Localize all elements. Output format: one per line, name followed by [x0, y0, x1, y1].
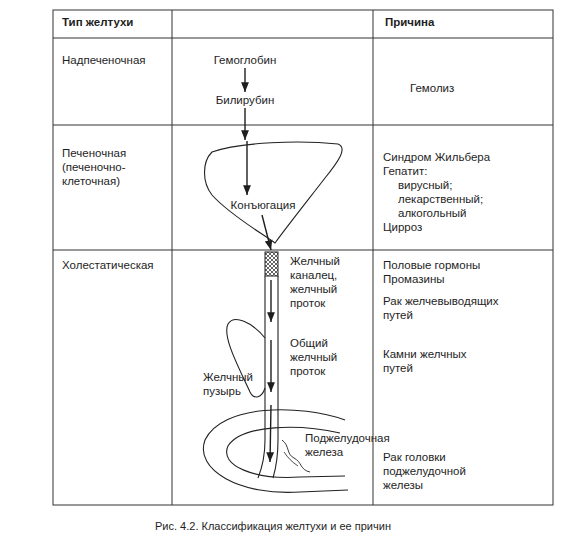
column-header: Тип желтухи	[62, 15, 167, 29]
bile-canaliculus	[265, 252, 278, 276]
jaundice-type: Печеночная (печеночно-клеточная)	[62, 146, 144, 188]
flow-arrow	[270, 280, 271, 322]
cause-text: алкогольный	[398, 206, 548, 220]
part-label: Общий желчный проток	[290, 336, 350, 378]
flow-arrow	[244, 68, 245, 92]
flow-node: Гемоглобин	[200, 52, 290, 68]
duct-wall	[273, 276, 278, 478]
column-header: Причина	[385, 15, 495, 29]
table-row-line	[53, 250, 553, 251]
table-row-line	[53, 125, 553, 126]
cause-text: Половые гормоны Промазины	[383, 258, 493, 286]
part-label: Желчный каналец, желчный проток	[290, 254, 352, 310]
flow-arrow	[244, 108, 245, 140]
pancreas-head	[284, 452, 298, 466]
flow-arrow	[270, 405, 271, 462]
node-text: Гемоглобин	[200, 53, 290, 67]
liver-node: Конъюгация	[200, 140, 345, 245]
node-text: Конъюгация	[218, 198, 308, 212]
table-column-line	[172, 10, 173, 505]
part-label: Желчный пузырь	[203, 370, 253, 398]
figure-caption: Рис. 4.2. Классификация желтухи и ее при…	[155, 519, 391, 533]
liver-outline	[200, 140, 345, 245]
cause-text: Камни желчных путей	[383, 347, 478, 375]
jaundice-type: Холестатическая	[62, 258, 167, 272]
cause-text: вирусный;	[398, 178, 548, 192]
cause-text: Гемолиз	[410, 81, 510, 95]
cause-text: Цирроз	[383, 220, 543, 234]
cause-text: Рак желчевыводящих путей	[383, 294, 508, 322]
cause-text: Синдром Жильбера	[383, 150, 543, 164]
cause-text: Рак головки поджелудочной железы	[383, 450, 478, 492]
duct-wall	[258, 276, 265, 478]
cause-text: лекарственный;	[398, 192, 548, 206]
jaundice-type: Надпеченочная	[62, 53, 167, 67]
liver-shape	[205, 142, 343, 243]
part-label: Поджелудочная железа	[305, 431, 390, 459]
table-column-line	[373, 10, 374, 505]
node-text: Билирубин	[200, 93, 290, 107]
flow-arrow	[270, 340, 271, 392]
table-row-line	[53, 38, 553, 39]
flow-node: Билирубин	[200, 92, 290, 108]
table-border	[53, 10, 553, 505]
cause-text: Гепатит:	[383, 164, 543, 178]
